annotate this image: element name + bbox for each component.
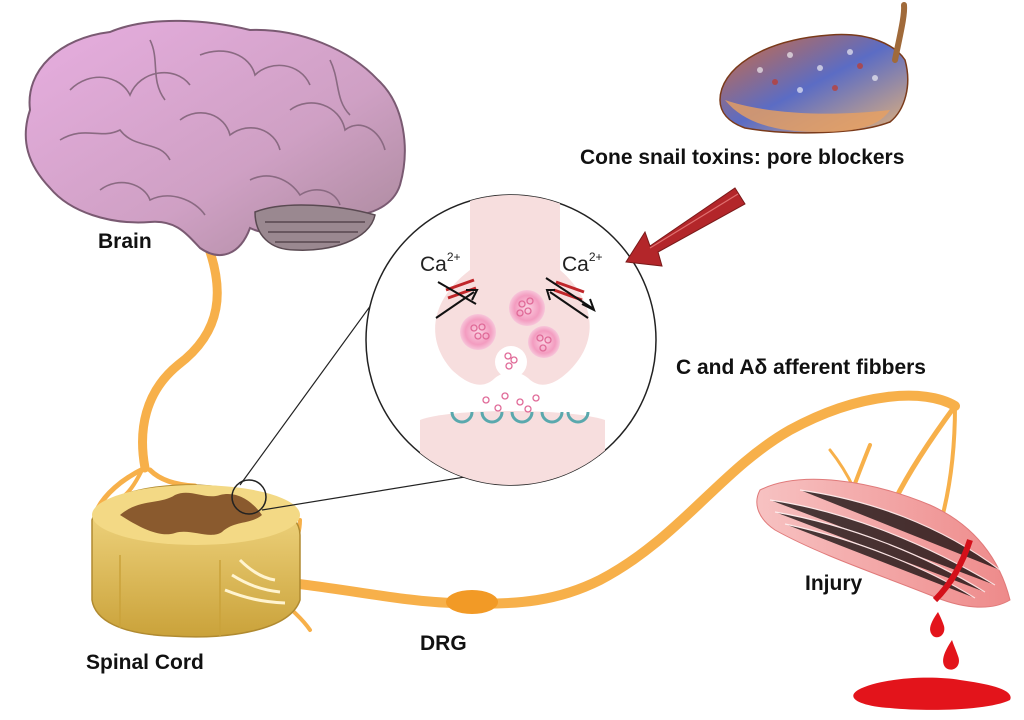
brain xyxy=(24,19,406,257)
brain-label: Brain xyxy=(98,230,152,253)
afferent-fiber-branch xyxy=(892,403,958,503)
ascending-tract xyxy=(138,233,222,473)
toxin-arrow xyxy=(625,187,746,267)
calcium-ion-label-right: Ca2+ xyxy=(562,250,603,277)
calcium-ion-label-left: Ca2+ xyxy=(420,250,461,277)
zoom-source-circle xyxy=(231,479,267,515)
fibers-label: C and Aδ afferent fibbers xyxy=(676,356,926,379)
blood-drop xyxy=(930,612,945,638)
afferent-fiber xyxy=(253,390,960,609)
muscle-tissue xyxy=(756,478,1011,710)
cone-snail-shell-icon xyxy=(719,2,909,134)
spinal-cord-label: Spinal Cord xyxy=(86,651,204,674)
calcium-flux-arrows xyxy=(435,277,596,319)
injury-label: Injury xyxy=(805,572,863,595)
toxins-label: Cone snail toxins: pore blockers xyxy=(580,146,905,169)
ion-charge: 2+ xyxy=(588,250,603,264)
ion-charge: 2+ xyxy=(446,250,461,264)
cerebellum xyxy=(254,204,376,251)
ion-symbol: Ca xyxy=(420,253,447,276)
grey-matter xyxy=(120,492,262,535)
synapse-zoom xyxy=(365,194,657,486)
drg-label: DRG xyxy=(420,632,467,655)
drg-ganglion xyxy=(446,590,498,614)
blood-drop xyxy=(943,640,959,670)
spinal-cord xyxy=(91,484,301,638)
ascending-tract-branch xyxy=(147,467,198,489)
wound xyxy=(932,539,973,603)
postsynaptic-membrane xyxy=(420,411,605,485)
blood-pool xyxy=(853,677,1011,710)
receptors xyxy=(450,411,590,424)
ion-symbol: Ca xyxy=(562,253,589,276)
